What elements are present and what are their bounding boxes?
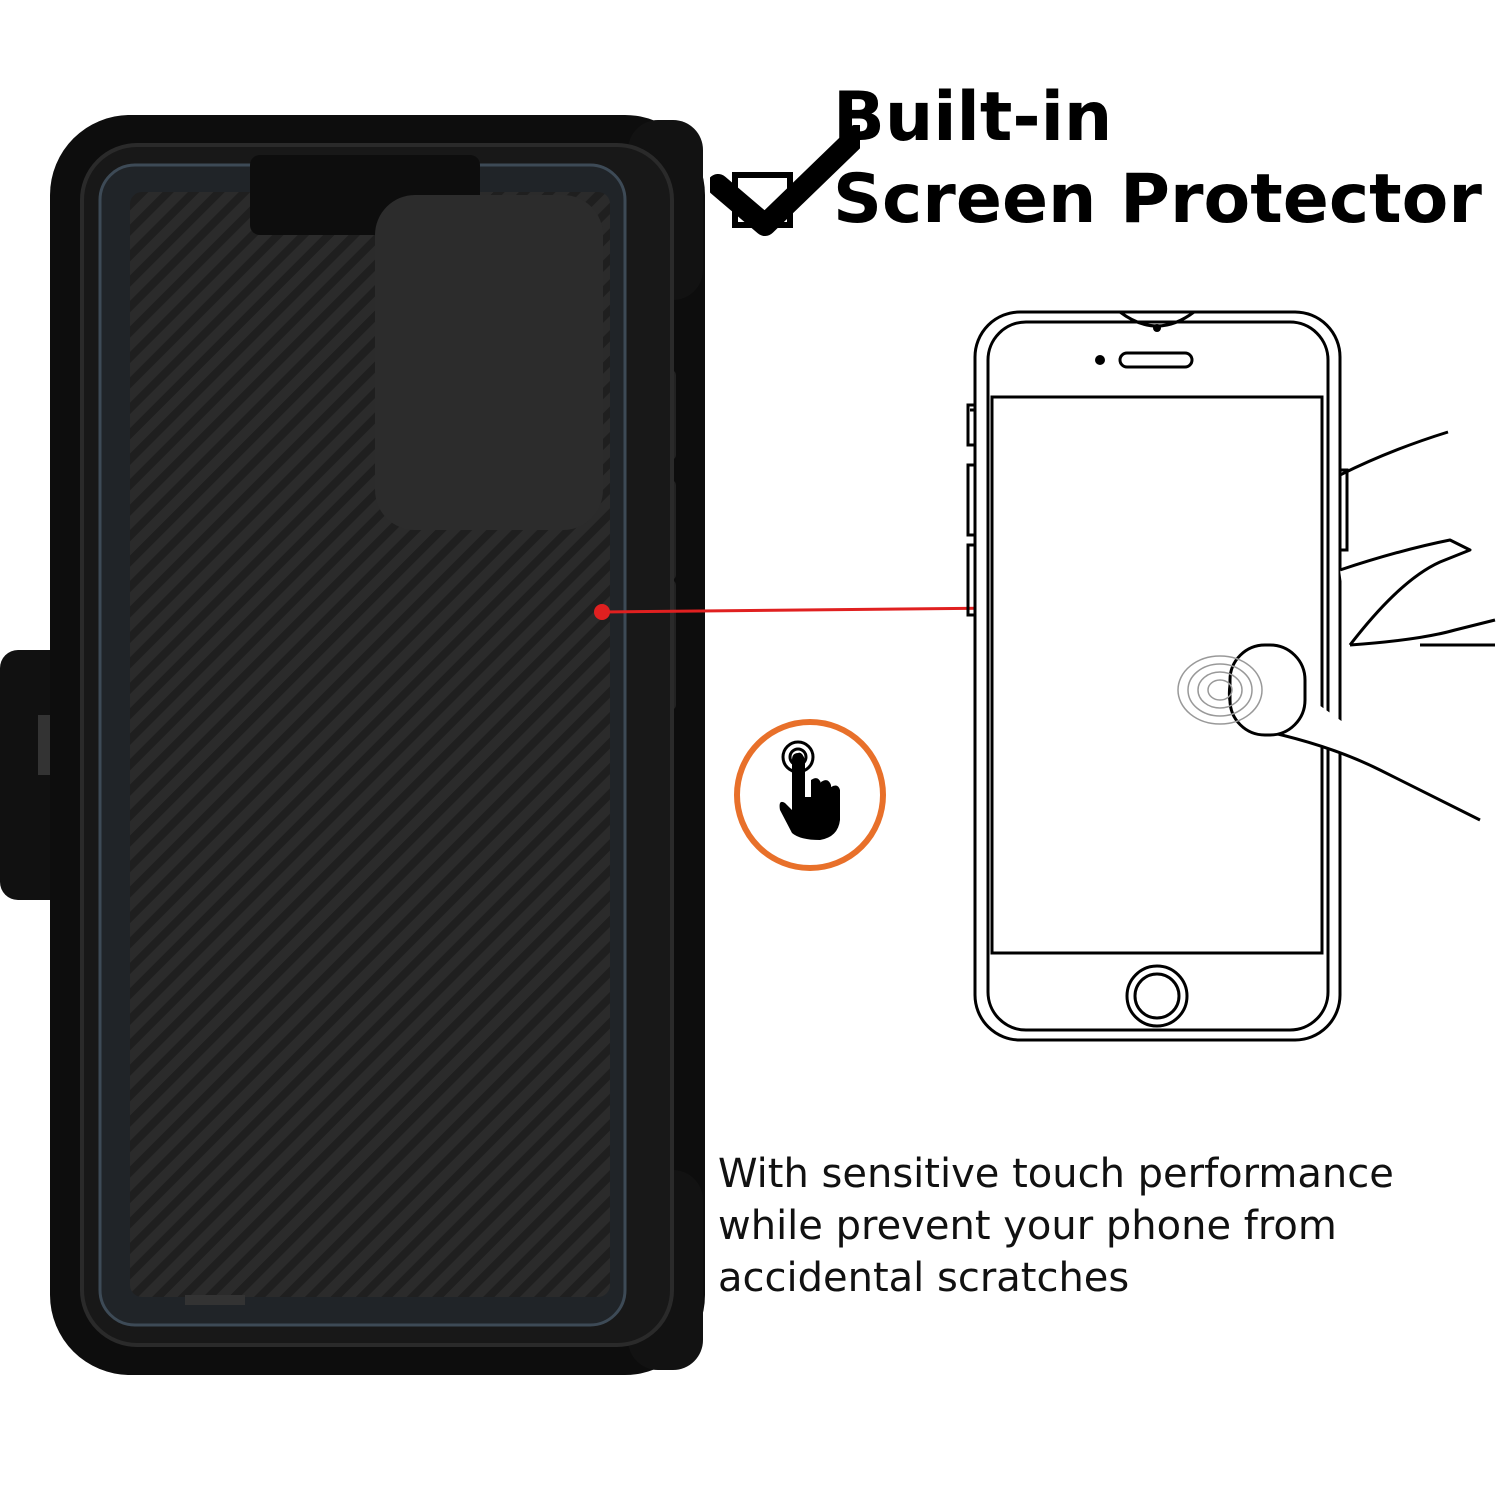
connector-line <box>594 604 1006 620</box>
heading: Built-in Screen Protector <box>700 70 1490 260</box>
heading-line-2: Screen Protector <box>833 160 1482 239</box>
heading-line-1: Built-in <box>833 78 1113 157</box>
phone-illustration <box>966 310 1496 1042</box>
hand-illustration <box>1227 430 1496 822</box>
caption-line-3: accidental scratches <box>718 1255 1130 1301</box>
checkmark-icon <box>710 125 860 236</box>
phone-case-image <box>0 115 705 1375</box>
caption: With sensitive touch performance while p… <box>718 1148 1488 1304</box>
caption-line-1: With sensitive touch performance <box>718 1151 1394 1197</box>
touch-finger-icon <box>734 719 886 871</box>
caption-line-2: while prevent your phone from <box>718 1203 1337 1249</box>
